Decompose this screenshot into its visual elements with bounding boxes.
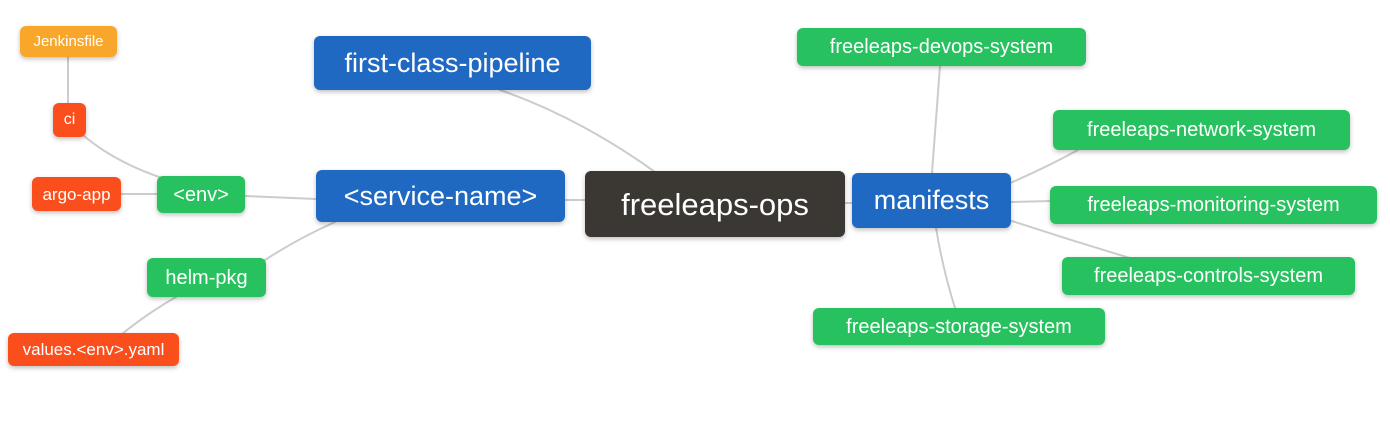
node-values-env-yaml[interactable]: values.<env>.yaml bbox=[8, 333, 179, 366]
node-jenkinsfile[interactable]: Jenkinsfile bbox=[20, 26, 117, 57]
node-freeleaps-monitoring-system[interactable]: freeleaps-monitoring-system bbox=[1050, 186, 1377, 224]
node-manifests[interactable]: manifests bbox=[852, 173, 1011, 228]
node-helm-pkg[interactable]: helm-pkg bbox=[147, 258, 266, 297]
node-argo-app[interactable]: argo-app bbox=[32, 177, 121, 211]
node-ci[interactable]: ci bbox=[53, 103, 86, 137]
edge-manifests-freeleaps-devops-system bbox=[931, 65, 941, 174]
edge-ci-env bbox=[83, 135, 163, 179]
edge-manifests-freeleaps-storage-system bbox=[935, 227, 956, 309]
node-first-class-pipeline[interactable]: first-class-pipeline bbox=[314, 36, 591, 90]
edge-service-name-helm-pkg bbox=[261, 221, 336, 263]
node-freeleaps-devops-system[interactable]: freeleaps-devops-system bbox=[797, 28, 1086, 66]
edge-helm-pkg-values-env-yaml bbox=[121, 296, 177, 335]
node-freeleaps-ops[interactable]: freeleaps-ops bbox=[585, 171, 845, 237]
edge-first-class-pipeline-freeleaps-ops bbox=[499, 89, 656, 173]
edge-manifests-freeleaps-controls-system bbox=[1011, 220, 1131, 259]
node-service-name[interactable]: <service-name> bbox=[316, 170, 565, 222]
node-env[interactable]: <env> bbox=[157, 176, 245, 213]
edge-manifests-freeleaps-network-system bbox=[1007, 149, 1079, 185]
node-freeleaps-network-system[interactable]: freeleaps-network-system bbox=[1053, 110, 1350, 150]
edge-manifests-freeleaps-monitoring-system bbox=[1010, 200, 1053, 203]
edge-env-service-name bbox=[244, 195, 317, 200]
node-freeleaps-controls-system[interactable]: freeleaps-controls-system bbox=[1062, 257, 1355, 295]
node-freeleaps-storage-system[interactable]: freeleaps-storage-system bbox=[813, 308, 1105, 345]
